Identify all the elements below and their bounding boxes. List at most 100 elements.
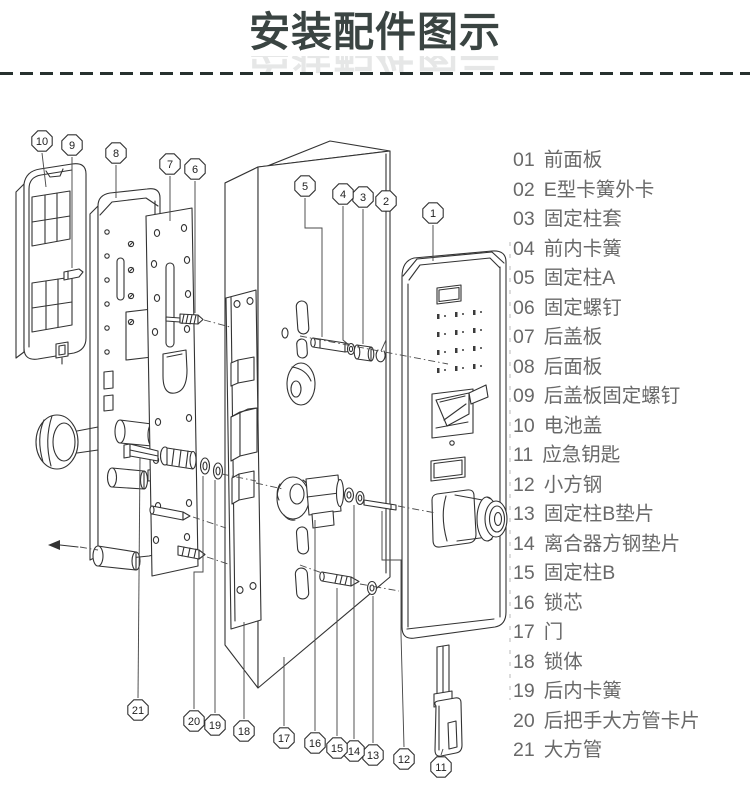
callout-21: 21	[128, 458, 148, 720]
part-number: 15	[513, 562, 535, 584]
callout-number: 15	[331, 743, 343, 755]
part-number: 01	[513, 149, 535, 171]
part-name: 固定螺钉	[543, 296, 622, 319]
callout-balloon	[394, 749, 414, 769]
parts-list-item: 13 固定柱B垫片	[513, 500, 700, 530]
parts-list-item: 15 固定柱B	[513, 559, 700, 589]
part-number: 21	[513, 739, 535, 761]
part-name: 锁体	[543, 650, 583, 673]
callout-number: 20	[188, 716, 200, 728]
callout-number: 8	[113, 148, 119, 160]
part-name: 固定柱B垫片	[543, 503, 655, 525]
callout-number: 18	[238, 726, 250, 738]
part-name: E型卡簧外卡	[543, 178, 655, 201]
part-name: 前面板	[543, 149, 603, 171]
part-number: 19	[513, 680, 535, 702]
callout-17: 17	[274, 657, 294, 748]
callout-balloon	[274, 728, 294, 748]
callout-number: 21	[132, 705, 144, 717]
callout-number: 19	[209, 720, 221, 732]
callout-3: 3	[353, 187, 373, 344]
clutch-washers	[345, 488, 365, 505]
part-name: 后内卡簧	[543, 680, 622, 702]
parts-list-item: 19 后内卡簧	[513, 677, 700, 707]
callout-balloon	[295, 176, 315, 196]
lock-cylinder	[277, 475, 344, 528]
callout-11: 11	[431, 749, 451, 777]
part-number: 05	[513, 267, 535, 289]
callout-balloon	[62, 135, 82, 155]
part-number: 13	[513, 503, 535, 525]
rear-cover-screw	[64, 269, 83, 280]
part-number: 09	[513, 385, 535, 407]
callout-18: 18	[234, 622, 254, 741]
callout-number: 5	[302, 181, 308, 193]
callout-19: 19	[205, 480, 225, 735]
callout-number: 6	[192, 164, 198, 176]
key-cover	[431, 457, 465, 481]
part-name: 固定柱B	[543, 562, 616, 584]
callout-number: 2	[383, 196, 389, 208]
callout-16: 16	[305, 520, 325, 753]
callout-13: 13	[363, 596, 383, 765]
part-name: 大方管	[543, 739, 603, 761]
part-number: 07	[513, 326, 535, 348]
callout-balloon	[184, 711, 204, 731]
part-number: 02	[513, 178, 535, 201]
part-number: 11	[513, 444, 534, 466]
part-number: 06	[513, 296, 535, 319]
callout-9: 9	[62, 135, 82, 268]
callout-balloon	[333, 184, 353, 204]
callout-6: 6	[185, 159, 205, 313]
part-name: 后面板	[543, 355, 603, 378]
part-number: 20	[513, 709, 535, 732]
part-number: 18	[513, 650, 535, 673]
display-window	[437, 285, 461, 304]
emergency-key	[434, 645, 462, 756]
callout-balloon	[376, 191, 396, 211]
callout-balloon	[327, 738, 347, 758]
callout-15: 15	[327, 588, 347, 758]
part-name: 小方钢	[543, 473, 603, 496]
callout-20: 20	[184, 476, 204, 731]
callout-8: 8	[106, 143, 126, 198]
callout-number: 13	[367, 750, 379, 762]
part-name: 后把手大方管卡片	[543, 709, 700, 732]
callout-4: 4	[333, 184, 353, 345]
callout-7: 7	[160, 154, 180, 221]
callout-2: 2	[376, 191, 396, 351]
parts-list-item: 04 前内卡簧	[513, 235, 700, 265]
part-name: 前内卡簧	[543, 237, 622, 260]
front-panel	[402, 251, 507, 638]
callout-balloon	[160, 154, 180, 174]
parts-list-item: 07 后盖板	[513, 323, 700, 353]
dashed-separator	[0, 72, 750, 75]
callout-balloon	[32, 131, 52, 151]
callout-number: 12	[398, 754, 410, 766]
part-number: 04	[513, 237, 535, 260]
rear-cover-plate	[146, 208, 198, 576]
parts-list-item: 01 前面板	[513, 146, 700, 176]
parts-list-item: 02 E型卡簧外卡	[513, 176, 700, 206]
callout-number: 3	[360, 192, 366, 204]
callout-balloon	[423, 203, 443, 223]
rear-panel	[36, 189, 162, 570]
callout-number: 11	[435, 762, 446, 774]
callout-number: 1	[430, 208, 436, 220]
part-name: 后盖板	[543, 326, 603, 348]
callout-balloon	[205, 715, 225, 735]
callout-balloon	[106, 143, 126, 163]
fixing-post-b	[320, 572, 377, 595]
square-steel-rod	[364, 500, 396, 510]
page-title: 安装配件图示	[249, 9, 501, 55]
parts-list-item: 21 大方管	[513, 736, 700, 766]
